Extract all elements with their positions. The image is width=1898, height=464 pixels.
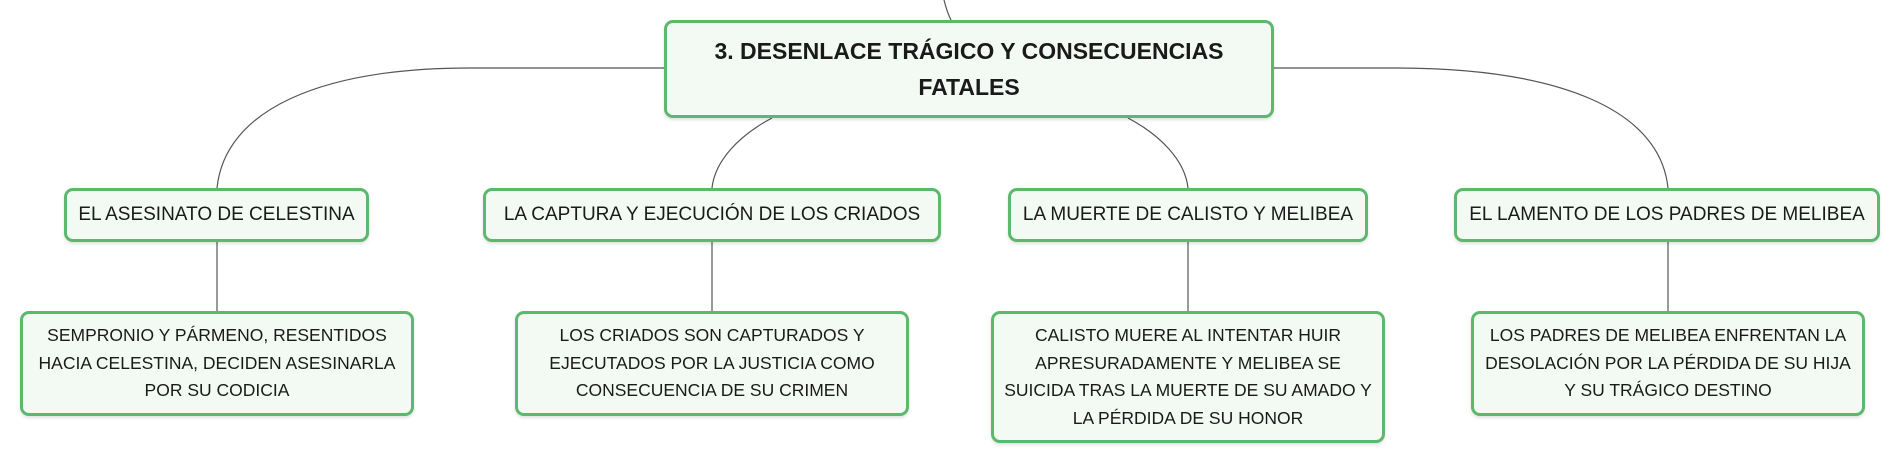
- detail-node-4[interactable]: LOS PADRES DE MELIBEA ENFRENTAN LA DESOL…: [1471, 311, 1865, 416]
- branch-topic-3[interactable]: LA MUERTE DE CALISTO Y MELIBEA: [1008, 188, 1368, 242]
- central-topic[interactable]: 3. DESENLACE TRÁGICO Y CONSECUENCIAS FAT…: [664, 20, 1274, 118]
- connector-central-to-branch-4: [1274, 67, 1669, 189]
- branch-topic-4[interactable]: EL LAMENTO DE LOS PADRES DE MELIBEA: [1454, 188, 1880, 242]
- branch-topic-label: EL ASESINATO DE CELESTINA: [78, 204, 355, 225]
- detail-node-text: LOS CRIADOS SON CAPTURADOS Y EJECUTADOS …: [549, 325, 875, 401]
- detail-node-3[interactable]: CALISTO MUERE AL INTENTAR HUIR APRESURAD…: [991, 311, 1385, 443]
- branch-topic-label: LA CAPTURA Y EJECUCIÓN DE LOS CRIADOS: [503, 204, 921, 225]
- detail-node-text: LOS PADRES DE MELIBEA ENFRENTAN LA DESOL…: [1485, 325, 1851, 401]
- connector-central-to-branch-3: [1127, 117, 1189, 189]
- branch-topic-label: LA MUERTE DE CALISTO Y MELIBEA: [1022, 204, 1354, 225]
- branch-topic-label: EL LAMENTO DE LOS PADRES DE MELIBEA: [1469, 204, 1865, 225]
- detail-node-text: CALISTO MUERE AL INTENTAR HUIR APRESURAD…: [1004, 325, 1372, 428]
- detail-node-text: SEMPRONIO Y PÁRMENO, RESENTIDOS HACIA CE…: [38, 325, 396, 401]
- central-topic-label: 3. DESENLACE TRÁGICO Y CONSECUENCIAS FAT…: [714, 38, 1224, 100]
- connector-parent: [943, 0, 952, 21]
- connector-central-to-branch-1: [216, 67, 664, 189]
- branch-topic-1[interactable]: EL ASESINATO DE CELESTINA: [64, 188, 369, 242]
- detail-node-1[interactable]: SEMPRONIO Y PÁRMENO, RESENTIDOS HACIA CE…: [20, 311, 414, 416]
- branch-topic-2[interactable]: LA CAPTURA Y EJECUCIÓN DE LOS CRIADOS: [483, 188, 941, 242]
- detail-node-2[interactable]: LOS CRIADOS SON CAPTURADOS Y EJECUTADOS …: [515, 311, 909, 416]
- connector-central-to-branch-2: [711, 117, 773, 189]
